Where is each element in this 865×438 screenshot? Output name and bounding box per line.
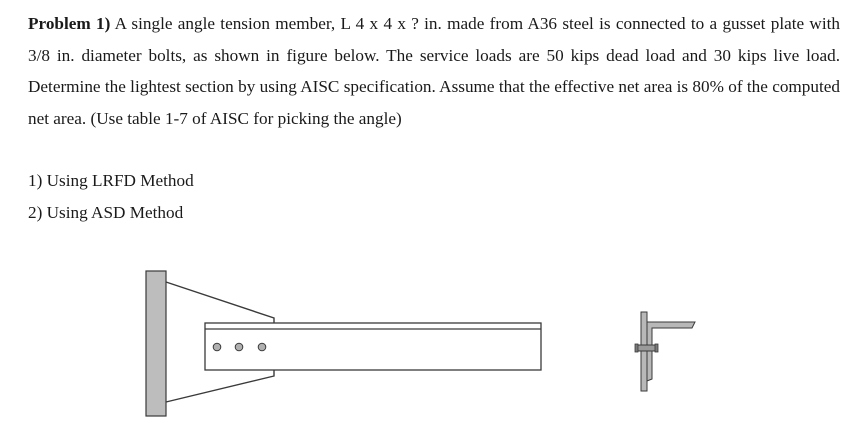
gusset-plate [165,281,275,323]
elevation-view [145,270,542,417]
angle-member [204,322,542,371]
section-view [634,311,696,392]
section-bolt-head [634,343,639,353]
method-list: 1) Using LRFD Method 2) Using ASD Method [28,165,194,229]
section-bolt-nut [654,343,659,353]
method-item-lrfd: 1) Using LRFD Method [28,171,194,190]
gusset-plate-bottom [165,370,275,403]
section-angle [646,321,696,382]
problem-statement: Problem 1) A single angle tension member… [28,8,840,134]
bolt-icon [257,342,267,352]
bolt-icon [234,342,244,352]
problem-text: A single angle tension member, L 4 x 4 x… [28,14,840,128]
problem-label: Problem 1) [28,14,111,33]
section-bolt-shank [636,344,657,352]
method-item-asd: 2) Using ASD Method [28,203,184,222]
support-plate [145,270,167,417]
bolt-icon [212,342,222,352]
